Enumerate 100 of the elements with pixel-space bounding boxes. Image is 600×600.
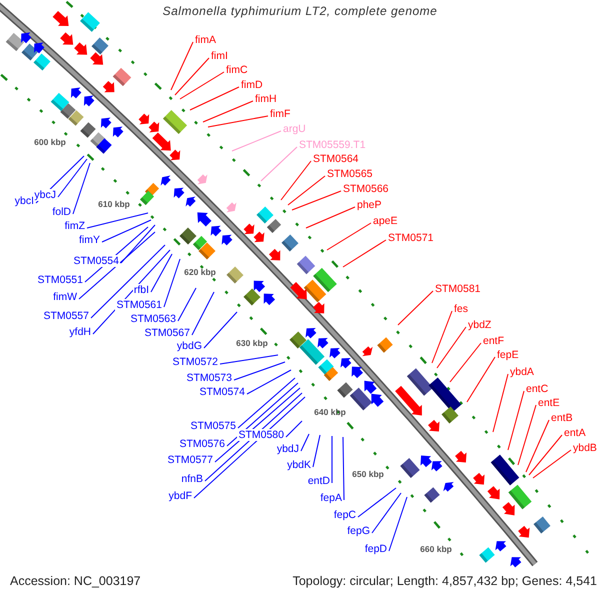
leader-line bbox=[450, 342, 482, 382]
leader-line bbox=[208, 116, 268, 128]
leader-line bbox=[436, 326, 466, 368]
gene-label: STM0567 bbox=[143, 327, 191, 339]
leader-line bbox=[36, 156, 84, 204]
gene-label: ybdJ bbox=[276, 443, 300, 455]
leader-line bbox=[78, 232, 156, 300]
leader-line bbox=[220, 354, 278, 364]
gene-label: STM0551 bbox=[36, 274, 84, 286]
gene-label: pheP bbox=[356, 199, 383, 211]
leader-line bbox=[232, 130, 282, 152]
gene-label: ybdK bbox=[286, 459, 312, 471]
gene-label: fimW bbox=[52, 291, 78, 303]
scale-label: 630 kbp bbox=[236, 338, 268, 348]
title: Salmonella typhimurium LT2, complete genome bbox=[162, 4, 438, 18]
leader-line bbox=[190, 86, 240, 110]
leader-line bbox=[528, 434, 562, 476]
leader-line bbox=[398, 290, 434, 326]
leader-line bbox=[192, 292, 214, 336]
gene-label: fimF bbox=[269, 108, 292, 120]
leader-line bbox=[72, 162, 90, 214]
leader-line bbox=[150, 254, 172, 292]
leader-line bbox=[286, 420, 302, 438]
gene-label: entC bbox=[525, 383, 550, 395]
leader-line bbox=[204, 392, 302, 482]
leader-line bbox=[342, 240, 386, 268]
gene-label: STM0572 bbox=[171, 356, 219, 368]
gene-label: entD bbox=[306, 475, 331, 487]
gene-label: ybdZ bbox=[467, 319, 492, 331]
leader-line bbox=[312, 434, 320, 468]
gene-label: STM0563 bbox=[129, 313, 177, 325]
leader-line bbox=[508, 390, 524, 450]
gene-label: STM0566 bbox=[342, 183, 390, 195]
gene-label: fimZ bbox=[64, 220, 86, 232]
leader-line bbox=[372, 492, 402, 534]
accession-label: Accession: NC_003197 bbox=[10, 574, 141, 588]
gene-label: fepE bbox=[496, 349, 520, 361]
leader-line bbox=[180, 72, 224, 100]
gene-label: STM0580 bbox=[237, 429, 285, 441]
gene-label: fepD bbox=[364, 543, 388, 555]
gene-label: fepG bbox=[346, 525, 371, 537]
gene-label: entE bbox=[537, 397, 561, 409]
leader-line bbox=[120, 224, 156, 264]
leader-line bbox=[260, 146, 298, 182]
gene-label: entA bbox=[563, 427, 587, 439]
leader-line bbox=[326, 222, 372, 250]
leader-line bbox=[194, 396, 306, 498]
leader-line bbox=[170, 42, 194, 90]
leader-line bbox=[358, 488, 396, 518]
leader-line bbox=[226, 382, 298, 446]
gene-label: STM0581 bbox=[434, 283, 482, 295]
leader-line bbox=[92, 250, 170, 334]
leader-line bbox=[214, 388, 300, 462]
leader-line bbox=[532, 450, 572, 478]
gene-label: fimY bbox=[78, 234, 101, 246]
gene-label: yfdH bbox=[68, 326, 92, 338]
leader-line bbox=[342, 436, 344, 500]
leader-line bbox=[280, 160, 312, 200]
gene-label: entB bbox=[550, 412, 574, 424]
gene-label: ybdG bbox=[176, 340, 203, 352]
leader-line bbox=[202, 100, 254, 122]
gene-label: ybdF bbox=[168, 490, 193, 502]
scale-label: 640 kbp bbox=[314, 407, 346, 417]
leader-line bbox=[518, 404, 536, 466]
gene-label: folD bbox=[51, 206, 72, 218]
leader-line bbox=[292, 190, 342, 210]
leader-line bbox=[84, 226, 148, 282]
leader-line bbox=[174, 58, 210, 96]
gene-label: ybdA bbox=[509, 366, 535, 378]
gene-label: apeE bbox=[372, 215, 399, 227]
leader-line bbox=[306, 206, 356, 228]
gene-label: ybcJ bbox=[33, 189, 57, 201]
scale-label: 660 kbp bbox=[420, 544, 452, 554]
leader-line bbox=[204, 312, 238, 348]
scale-label: 620 kbp bbox=[184, 267, 216, 277]
gene-label: STM0573 bbox=[185, 372, 233, 384]
leader-line bbox=[234, 362, 286, 380]
leader-line bbox=[388, 496, 408, 552]
gene-label: fepC bbox=[332, 509, 357, 521]
leader-line bbox=[86, 212, 148, 228]
gene-label: STM0571 bbox=[387, 232, 435, 244]
leader-line bbox=[238, 378, 296, 428]
leader-line bbox=[246, 370, 292, 394]
gene-label: STM0557 bbox=[42, 310, 90, 322]
scale-label: 650 kbp bbox=[352, 469, 384, 479]
gene-label: STM0575 bbox=[189, 420, 237, 432]
leader-line bbox=[90, 244, 166, 318]
scale-label: 610 kbp bbox=[98, 199, 130, 209]
gene-label: STM0576 bbox=[178, 438, 226, 450]
gene-label: STM0577 bbox=[166, 454, 214, 466]
gene-label: STM0554 bbox=[72, 255, 120, 267]
gene-label: ybdB bbox=[572, 442, 598, 454]
gene-label: STM0574 bbox=[198, 386, 246, 398]
gene-label: fimI bbox=[210, 50, 229, 62]
gene-label: STM05559.T1 bbox=[298, 139, 367, 151]
gene-label: fimC bbox=[225, 64, 249, 76]
gene-label: fimA bbox=[194, 34, 217, 46]
gene-label: rfbI bbox=[132, 284, 150, 296]
leader-line bbox=[58, 158, 88, 198]
leader-line bbox=[300, 434, 310, 452]
